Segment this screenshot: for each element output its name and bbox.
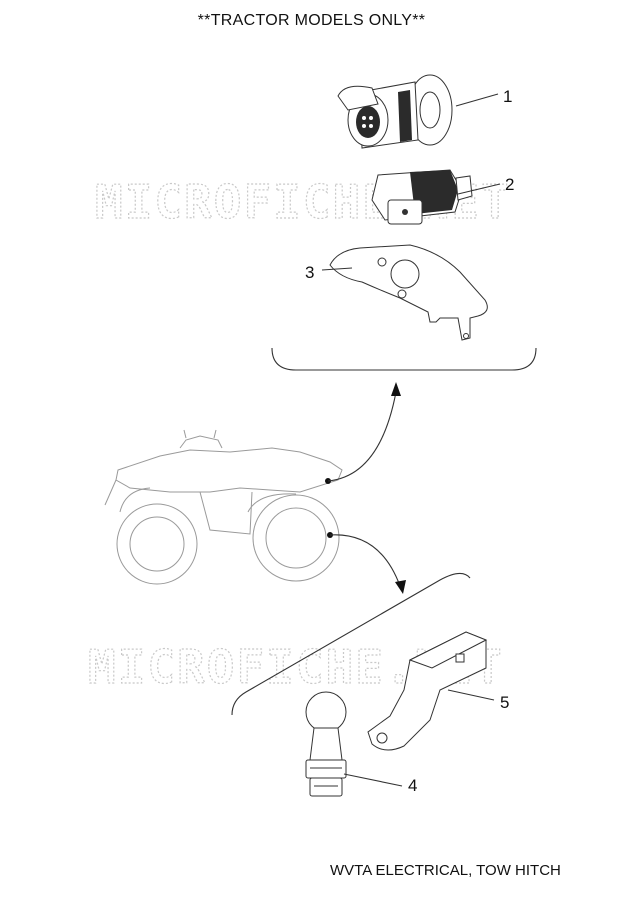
part-4-tow-ball bbox=[305, 691, 347, 797]
leader-line-3 bbox=[321, 267, 353, 271]
callout-1: 1 bbox=[503, 87, 512, 106]
callout-2: 2 bbox=[505, 175, 514, 194]
part-3-mounting-bracket bbox=[329, 244, 488, 341]
part-2-connector-plug bbox=[371, 169, 473, 225]
diagram-title: **TRACTOR MODELS ONLY** bbox=[197, 12, 426, 29]
diagram-caption: WVTA ELECTRICAL, TOW HITCH bbox=[330, 862, 561, 879]
lower-group-bracket bbox=[231, 572, 471, 716]
arrow-to-electrical-group bbox=[325, 382, 401, 484]
part-1-electrical-socket bbox=[337, 74, 453, 149]
callout-4: 4 bbox=[408, 776, 417, 795]
leader-line-1 bbox=[455, 93, 499, 107]
arrow-to-tow-hitch-group bbox=[327, 532, 406, 594]
leader-line-2 bbox=[457, 183, 501, 195]
leader-line-4 bbox=[343, 773, 403, 787]
callout-3: 3 bbox=[305, 263, 314, 282]
atv-vehicle-outline bbox=[104, 429, 343, 585]
upper-group-bracket bbox=[271, 347, 537, 371]
part-5-hitch-bar bbox=[367, 631, 488, 751]
leader-line-5 bbox=[447, 689, 495, 701]
callout-5: 5 bbox=[500, 693, 509, 712]
